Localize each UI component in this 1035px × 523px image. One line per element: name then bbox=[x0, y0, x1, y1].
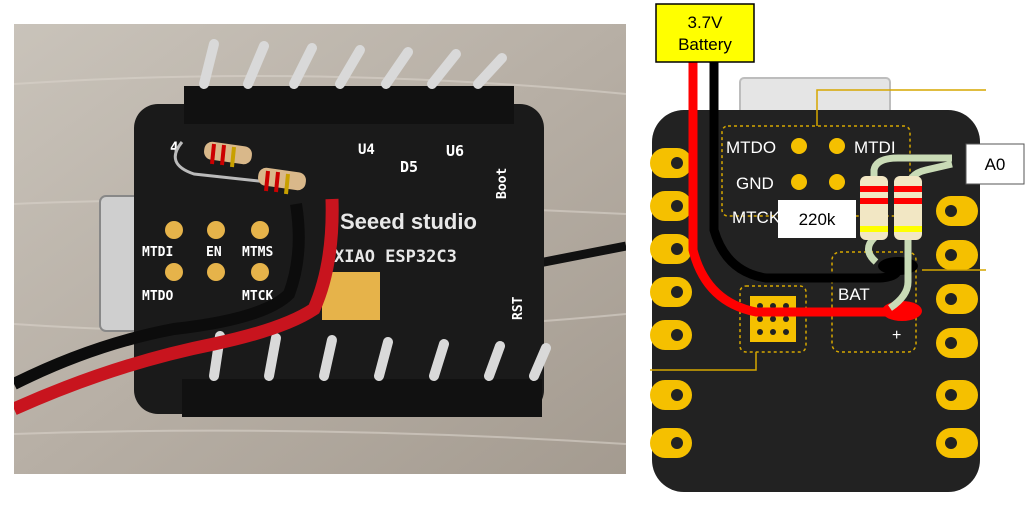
photo-pin-label-u4: U4 bbox=[358, 142, 375, 158]
battery-pad-outline bbox=[739, 285, 807, 353]
photo-boot-label: Boot bbox=[495, 168, 510, 199]
photo-resistors bbox=[173, 141, 306, 195]
photo-model-text: XIAO ESP32C3 bbox=[334, 247, 457, 267]
battery-callout: 3.7V Battery bbox=[655, 3, 755, 63]
photo-brand-text: Seeed studio bbox=[340, 209, 477, 234]
a0-label: A0 bbox=[985, 155, 1006, 174]
photo-red-wire bbox=[14, 198, 339, 415]
photo-battery-pad bbox=[322, 272, 380, 320]
right-pins bbox=[936, 196, 978, 458]
photo-pad-mtms: MTMS bbox=[242, 245, 273, 260]
antenna-cable bbox=[533, 241, 626, 269]
photo-pad-mtdo: MTDO bbox=[142, 289, 173, 304]
photo-pad-en: EN bbox=[206, 245, 222, 260]
plus-label: + bbox=[892, 327, 901, 344]
photo-pin-label-4: 4 bbox=[170, 140, 178, 156]
bottom-header bbox=[182, 331, 551, 417]
photo-gold-pads bbox=[165, 221, 269, 281]
pad-label-mtdo: MTDO bbox=[726, 138, 776, 157]
usb-leader-line bbox=[816, 89, 986, 126]
a0-callout: A0 bbox=[965, 143, 1025, 185]
bat-plus-solder bbox=[882, 301, 922, 321]
photo-pad-mtdi: MTDI bbox=[142, 245, 173, 260]
resistors bbox=[860, 154, 953, 311]
pad-label-gnd: GND bbox=[736, 174, 774, 193]
battery-label-line1: 3.7V bbox=[688, 13, 724, 32]
photo-black-wire bbox=[14, 203, 305, 390]
resistor-value-label: 220k bbox=[799, 210, 836, 229]
pad-label-mtdi: MTDI bbox=[854, 138, 896, 157]
wiring-diagram: MTDO MTDI GND MTCK bbox=[650, 3, 1025, 492]
top-header bbox=[184, 39, 514, 124]
photo-pin-label-d5: D5 bbox=[400, 158, 418, 176]
bat-label: BAT bbox=[838, 285, 870, 304]
bat-minus-solder bbox=[878, 257, 918, 275]
photo-pad-mtck: MTCK bbox=[242, 289, 273, 304]
photo-rst-label: RST bbox=[511, 296, 526, 320]
pad-label-mtck: MTCK bbox=[732, 208, 781, 227]
battery-label-line2: Battery bbox=[678, 35, 732, 54]
resistor-callout: 220k bbox=[778, 200, 856, 238]
bat-pad-outline bbox=[831, 251, 917, 353]
photo-pin-label-d6: U6 bbox=[446, 142, 464, 160]
board-photo: 4 U4 D5 U6 Boot RST Seeed studio XIAO ES… bbox=[14, 24, 626, 474]
red-wire bbox=[688, 62, 888, 317]
pad-leader-line bbox=[650, 352, 757, 371]
left-pins bbox=[650, 148, 692, 458]
